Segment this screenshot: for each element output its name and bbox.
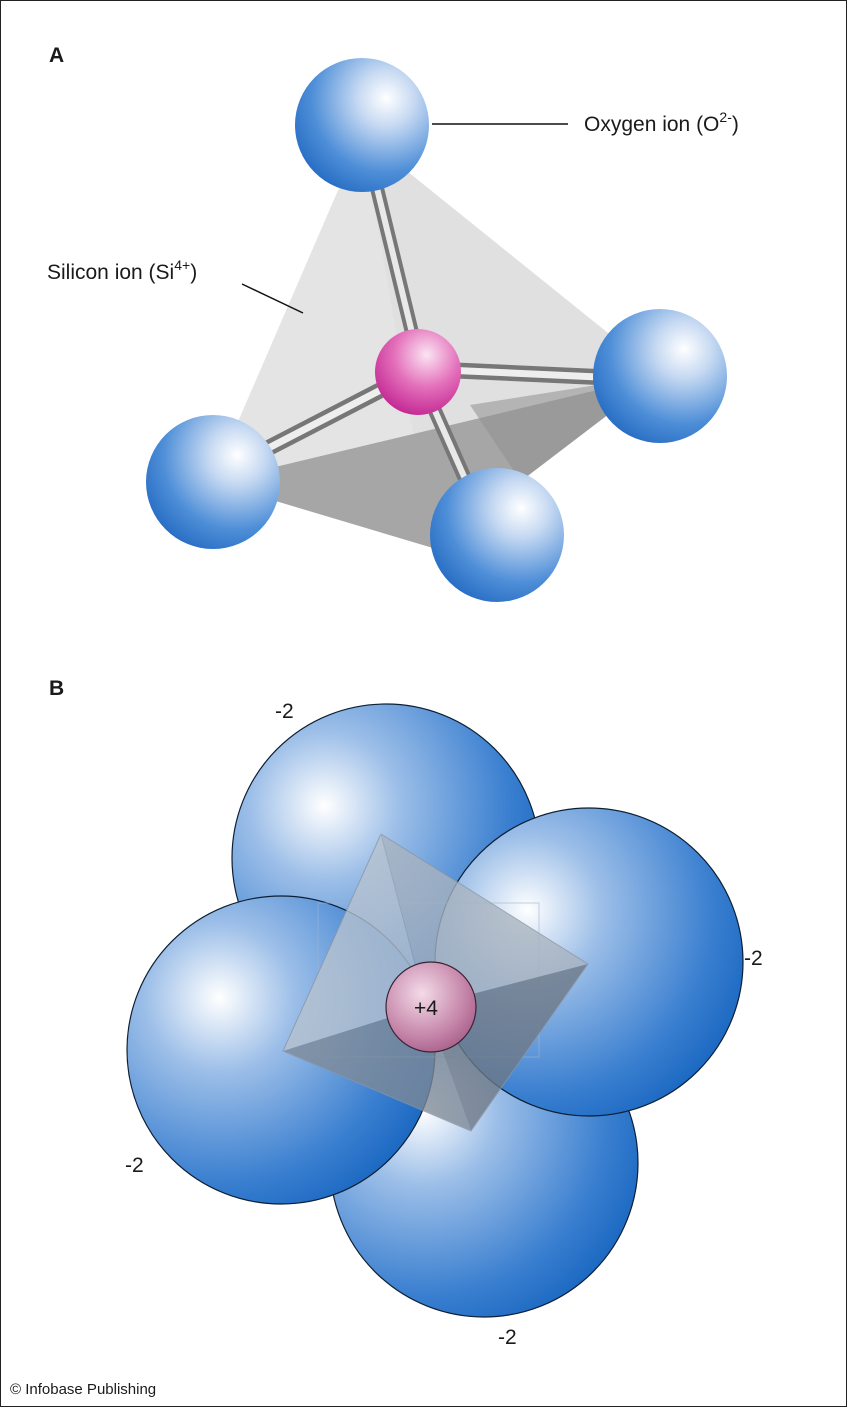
oxygen-atom-top [295,58,429,192]
oxygen-ion-label: Oxygen ion (O2-) [584,109,739,136]
oxygen-atom-bottom [430,468,564,602]
panel-b-letter: B [49,677,64,700]
panel-a: A Oxygen ion (O2-) Silicon ion [47,44,739,602]
charge-center: +4 [414,997,438,1020]
panel-b: B -2 -2 -2 -2 +4 [49,677,763,1349]
charge-right: -2 [744,947,763,970]
charge-bottom: -2 [498,1326,517,1349]
silicon-ion-label: Silicon ion (Si4+) [47,257,197,284]
oxygen-atom-right [593,309,727,443]
silicon-atom [375,329,461,415]
charge-top: -2 [275,700,294,723]
oxygen-atom-left [146,415,280,549]
panel-a-letter: A [49,44,64,67]
charge-left: -2 [125,1154,144,1177]
copyright-credit: © Infobase Publishing [10,1381,156,1398]
